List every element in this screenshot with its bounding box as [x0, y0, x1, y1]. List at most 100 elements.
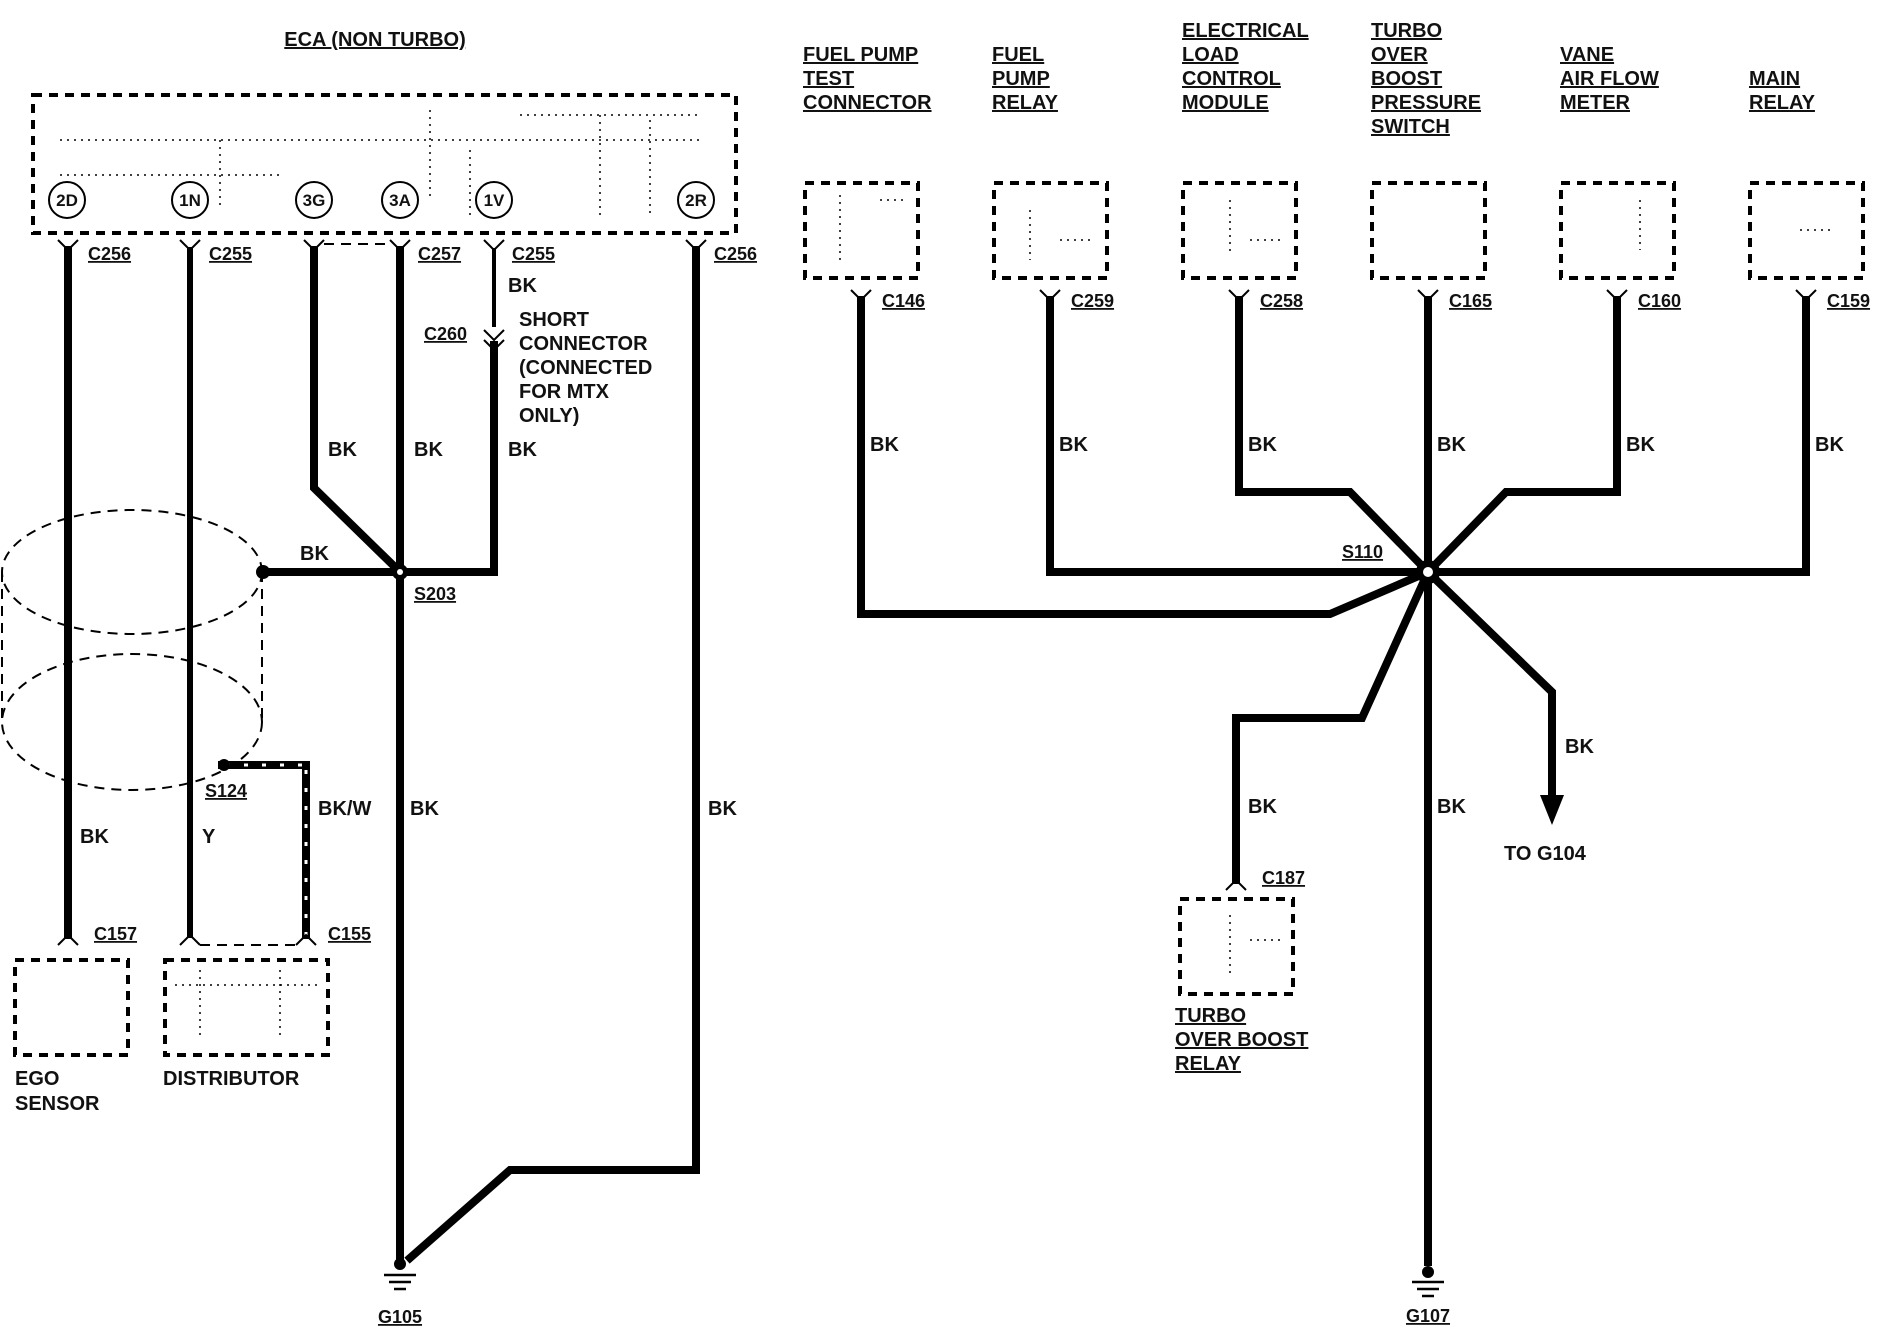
connector-c255-b: C255 — [512, 244, 555, 264]
distributor-box — [163, 958, 330, 1057]
component-electrical-load-control-module: ELECTRICAL LOAD CONTROL MODULE — [1182, 20, 1309, 114]
label-bk-c160: BK — [1626, 434, 1655, 456]
svg-text:VANE: VANE — [1560, 44, 1614, 66]
splice-s124: S124 — [205, 781, 247, 801]
wire-2r-g105 — [404, 246, 700, 1264]
svg-text:TURBO: TURBO — [1371, 20, 1442, 42]
svg-text:FOR MTX: FOR MTX — [519, 381, 610, 403]
component-fuel-pump-test-connector: FUEL PUMP TEST CONNECTOR — [803, 44, 932, 114]
box-c160 — [1559, 181, 1676, 280]
connector-c146: C146 — [882, 291, 925, 311]
wire-c258 — [1235, 296, 1434, 578]
svg-text:ELECTRICAL: ELECTRICAL — [1182, 20, 1309, 42]
wire-3g — [310, 246, 406, 578]
label-bk-c165: BK — [1437, 434, 1466, 456]
svg-text:OVER: OVER — [1371, 44, 1428, 66]
connector-c160: C160 — [1638, 291, 1681, 311]
eca-pin-2d: 2D — [48, 181, 86, 219]
svg-text:2D: 2D — [56, 191, 78, 210]
svg-text:FUEL PUMP: FUEL PUMP — [803, 44, 918, 66]
eca-outline — [31, 93, 738, 235]
ground-g105-icon — [384, 1258, 416, 1291]
connector-c159: C159 — [1827, 291, 1870, 311]
wire-c159 — [1424, 296, 1810, 576]
label-bk-c159: BK — [1815, 434, 1844, 456]
component-turbo-over-boost-pressure-switch: TURBO OVER BOOST PRESSURE SWITCH — [1371, 20, 1481, 138]
label-bk-to-g104: BK — [1565, 736, 1594, 758]
label-bk-1v-top: BK — [508, 275, 537, 297]
svg-text:SWITCH: SWITCH — [1371, 116, 1450, 138]
connector-c256-a: C256 — [88, 244, 131, 264]
svg-text:OVER BOOST: OVER BOOST — [1175, 1029, 1308, 1051]
distributor-label: DISTRIBUTOR — [163, 1068, 300, 1090]
ego-sensor-label-1: EGO — [15, 1068, 59, 1090]
wire-c160 — [1422, 296, 1621, 578]
label-bk-c259: BK — [1059, 434, 1088, 456]
label-bk-2r: BK — [708, 798, 737, 820]
component-turbo-over-boost-relay: TURBO OVER BOOST RELAY — [1175, 1005, 1308, 1075]
right-wires — [857, 296, 1810, 1266]
eca-pin-1v: 1V — [475, 181, 513, 219]
connector-c256-b: C256 — [714, 244, 757, 264]
svg-text:RELAY: RELAY — [1749, 92, 1816, 114]
c187-chevron — [1225, 878, 1247, 891]
svg-text:MAIN: MAIN — [1749, 68, 1800, 90]
wire-c259 — [1046, 296, 1432, 576]
ego-sensor-box — [13, 958, 130, 1057]
eca-module: ECA (NON TURBO) 2D 1N 3G 3A 1V 2R — [31, 29, 738, 235]
wire-1v-s203 — [396, 341, 498, 576]
connector-c187: C187 — [1262, 868, 1305, 888]
svg-text:MODULE: MODULE — [1182, 92, 1269, 114]
svg-text:RELAY: RELAY — [1175, 1053, 1242, 1075]
connector-c165: C165 — [1449, 291, 1492, 311]
connector-c255-a: C255 — [209, 244, 252, 264]
ground-g107: G107 — [1406, 1306, 1450, 1326]
ego-sensor-label-2: SENSOR — [15, 1093, 100, 1115]
connector-c155: C155 — [328, 924, 371, 944]
wire-c187 — [1232, 566, 1434, 884]
eca-internal-traces — [60, 110, 700, 220]
svg-text:(CONNECTED: (CONNECTED — [519, 357, 652, 379]
label-bk-g105: BK — [410, 798, 439, 820]
label-bk-3a: BK — [414, 439, 443, 461]
box-c159 — [1748, 181, 1865, 280]
connector-c260: C260 — [424, 324, 467, 344]
svg-text:PUMP: PUMP — [992, 68, 1050, 90]
component-fuel-pump-relay: FUEL PUMP RELAY — [992, 44, 1059, 114]
svg-text:3A: 3A — [389, 191, 411, 210]
box-c146 — [803, 181, 920, 280]
component-main-relay: MAIN RELAY — [1749, 68, 1816, 114]
eca-pin-2r: 2R — [677, 181, 715, 219]
svg-text:LOAD: LOAD — [1182, 44, 1239, 66]
ground-g105: G105 — [378, 1307, 422, 1327]
box-c187 — [1178, 897, 1295, 996]
svg-text:CONTROL: CONTROL — [1182, 68, 1281, 90]
label-bk-c258: BK — [1248, 434, 1277, 456]
label-bk-g107: BK — [1437, 796, 1466, 818]
label-bk-2d: BK — [80, 826, 109, 848]
connector-c259: C259 — [1071, 291, 1114, 311]
eca-pin-3g: 3G — [295, 181, 333, 219]
wire-c146 — [857, 296, 1434, 618]
svg-text:BOOST: BOOST — [1371, 68, 1442, 90]
eca-title: ECA (NON TURBO) — [284, 29, 465, 51]
svg-text:2R: 2R — [685, 191, 707, 210]
wire-to-g104 — [1422, 566, 1556, 799]
bottom-chevrons — [57, 933, 317, 946]
svg-text:TEST: TEST — [803, 68, 854, 90]
svg-text:SHORT: SHORT — [519, 309, 589, 331]
short-connector-note: SHORT CONNECTOR (CONNECTED FOR MTX ONLY) — [519, 309, 652, 427]
arrow-to-g104-icon — [1540, 795, 1564, 825]
svg-text:METER: METER — [1560, 92, 1631, 114]
svg-text:RELAY: RELAY — [992, 92, 1059, 114]
box-c258 — [1181, 181, 1298, 280]
connector-c258: C258 — [1260, 291, 1303, 311]
eca-pin-3a: 3A — [381, 181, 419, 219]
splice-s124-dot — [218, 759, 230, 771]
left-wires — [64, 246, 700, 1266]
svg-text:1V: 1V — [484, 191, 505, 210]
svg-text:3G: 3G — [303, 191, 326, 210]
label-y-1n: Y — [202, 826, 216, 848]
splice-s203: S203 — [414, 584, 456, 604]
